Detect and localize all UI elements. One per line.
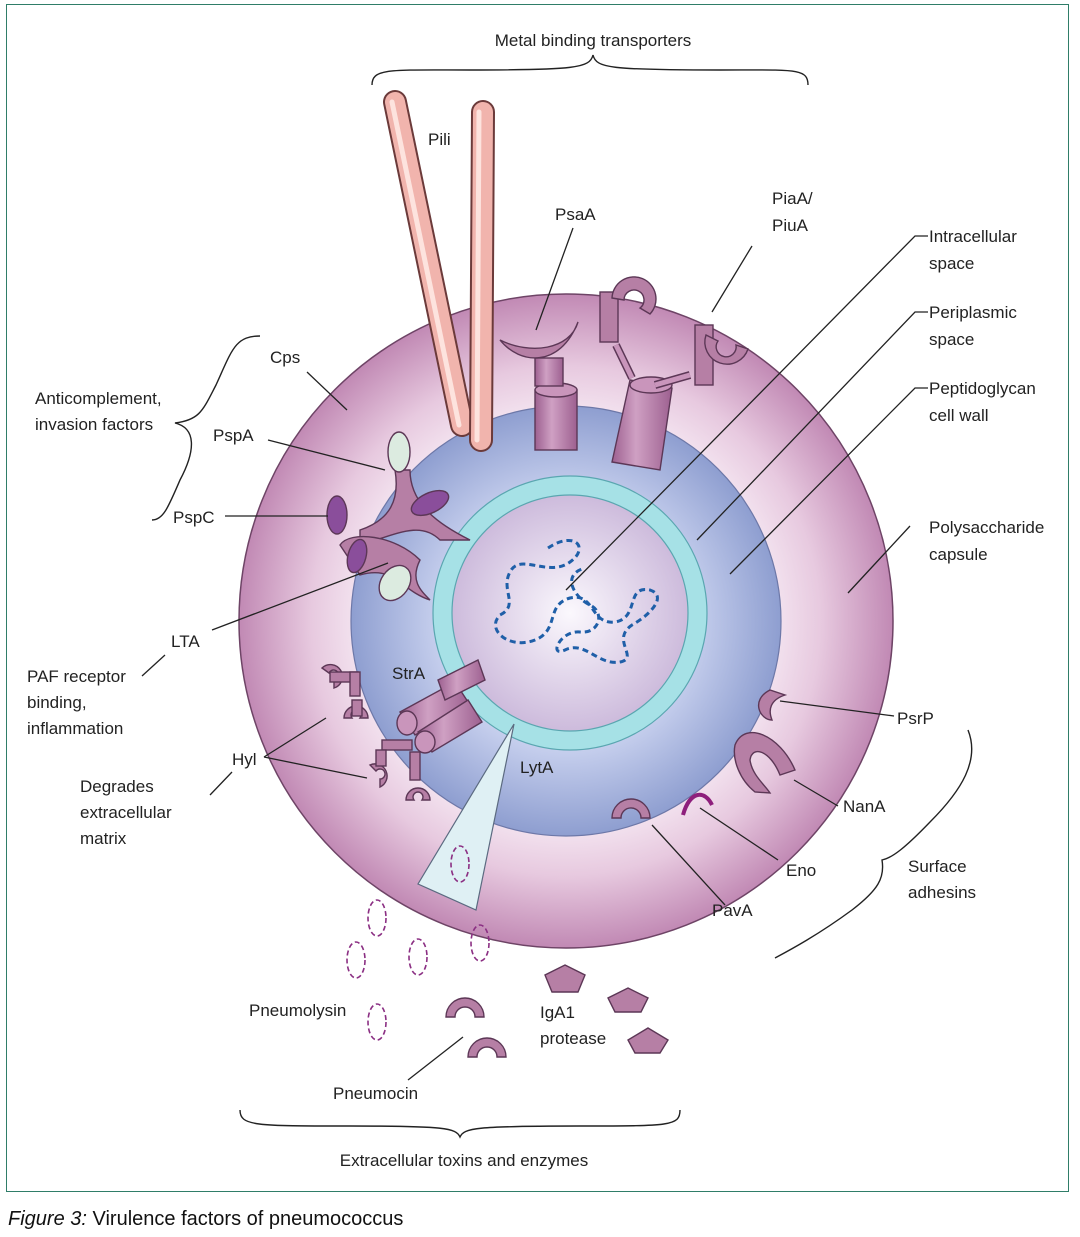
- group-metal-binding: Metal binding transporters: [495, 31, 692, 50]
- label-iga1-2: protease: [540, 1029, 606, 1048]
- stra-rods: [396, 659, 486, 754]
- group-paf-2: binding,: [27, 693, 87, 712]
- label-peptidoglycan-1: Peptidoglycan: [929, 379, 1036, 398]
- label-polysaccharide-2: capsule: [929, 545, 988, 564]
- label-iga1-1: IgA1: [540, 1003, 575, 1022]
- figure-title: Virulence factors of pneumococcus: [92, 1208, 404, 1230]
- pava-shape: [611, 798, 651, 819]
- label-eno: Eno: [786, 861, 816, 880]
- group-anticomplement-2: invasion factors: [35, 415, 153, 434]
- brace-surface-adhesins: [774, 729, 973, 959]
- label-cps: Cps: [270, 348, 300, 367]
- label-polysaccharide-1: Polysaccharide: [929, 518, 1044, 537]
- pili: [383, 90, 495, 452]
- label-peptidoglycan-2: cell wall: [929, 406, 989, 425]
- leader-lines: [141, 227, 928, 1081]
- label-stra: StrA: [392, 664, 426, 683]
- pneumocin-group: [445, 997, 507, 1058]
- group-paf-3: inflammation: [27, 719, 123, 738]
- group-paf-1: PAF receptor: [27, 667, 126, 686]
- label-pava: PavA: [712, 901, 753, 920]
- dna-strand: [494, 539, 659, 664]
- label-lyta: LytA: [520, 758, 554, 777]
- label-pspa: PspA: [213, 426, 254, 445]
- group-degrades-1: Degrades: [80, 777, 154, 796]
- label-lta: LTA: [171, 632, 200, 651]
- iga1-protease-group: [544, 964, 669, 1054]
- label-pili: Pili: [428, 130, 451, 149]
- label-nana: NanA: [843, 797, 886, 816]
- eno-shape: [681, 792, 714, 816]
- label-pneumocin: Pneumocin: [333, 1084, 418, 1103]
- hyl-chains: [320, 663, 431, 801]
- label-intracellular-1: Intracellular: [929, 227, 1017, 246]
- label-piaa-2: PiuA: [772, 216, 809, 235]
- label-pneumolysin: Pneumolysin: [249, 1001, 346, 1020]
- pspa-pspc-cluster: [326, 431, 471, 602]
- brace-extracellular: [239, 1109, 681, 1139]
- figure-caption: Figure 3: Virulence factors of pneumococ…: [8, 1208, 403, 1231]
- label-psrp: PsrP: [897, 709, 934, 728]
- group-degrades-3: matrix: [80, 829, 127, 848]
- label-intracellular-2: space: [929, 254, 974, 273]
- brace-metal-binding: [371, 54, 809, 86]
- group-surface-1: Surface: [908, 857, 967, 876]
- figure-label: Figure 3:: [8, 1208, 87, 1230]
- cytoplasm: [451, 494, 689, 732]
- label-periplasmic-2: space: [929, 330, 974, 349]
- label-periplasmic-1: Periplasmic: [929, 303, 1017, 322]
- group-degrades-2: extracellular: [80, 803, 172, 822]
- piaa-transporter: [599, 276, 749, 471]
- braces: [151, 54, 973, 1139]
- label-pspc: PspC: [173, 508, 215, 527]
- nana-shape: [733, 731, 796, 794]
- group-surface-2: adhesins: [908, 883, 976, 902]
- surface-adhesins: [611, 689, 796, 819]
- pneumolysin-in-wedge: [450, 845, 470, 883]
- group-anticomplement-1: Anticomplement,: [35, 389, 162, 408]
- label-hyl: Hyl: [232, 750, 257, 769]
- group-extracellular: Extracellular toxins and enzymes: [340, 1151, 589, 1170]
- lyta-wedge: [417, 723, 515, 911]
- pneumolysin-group: [346, 899, 490, 1041]
- psaa-transporter: [499, 321, 579, 451]
- text-labels: Metal binding transporters Pili PsaA Pia…: [27, 31, 1044, 1170]
- label-piaa-1: PiaA/: [772, 189, 813, 208]
- psrp-shape: [757, 689, 788, 721]
- label-psaa: PsaA: [555, 205, 596, 224]
- pneumococcus-diagram: Metal binding transporters Pili PsaA Pia…: [27, 31, 1044, 1170]
- brace-anticomplement: [151, 335, 261, 521]
